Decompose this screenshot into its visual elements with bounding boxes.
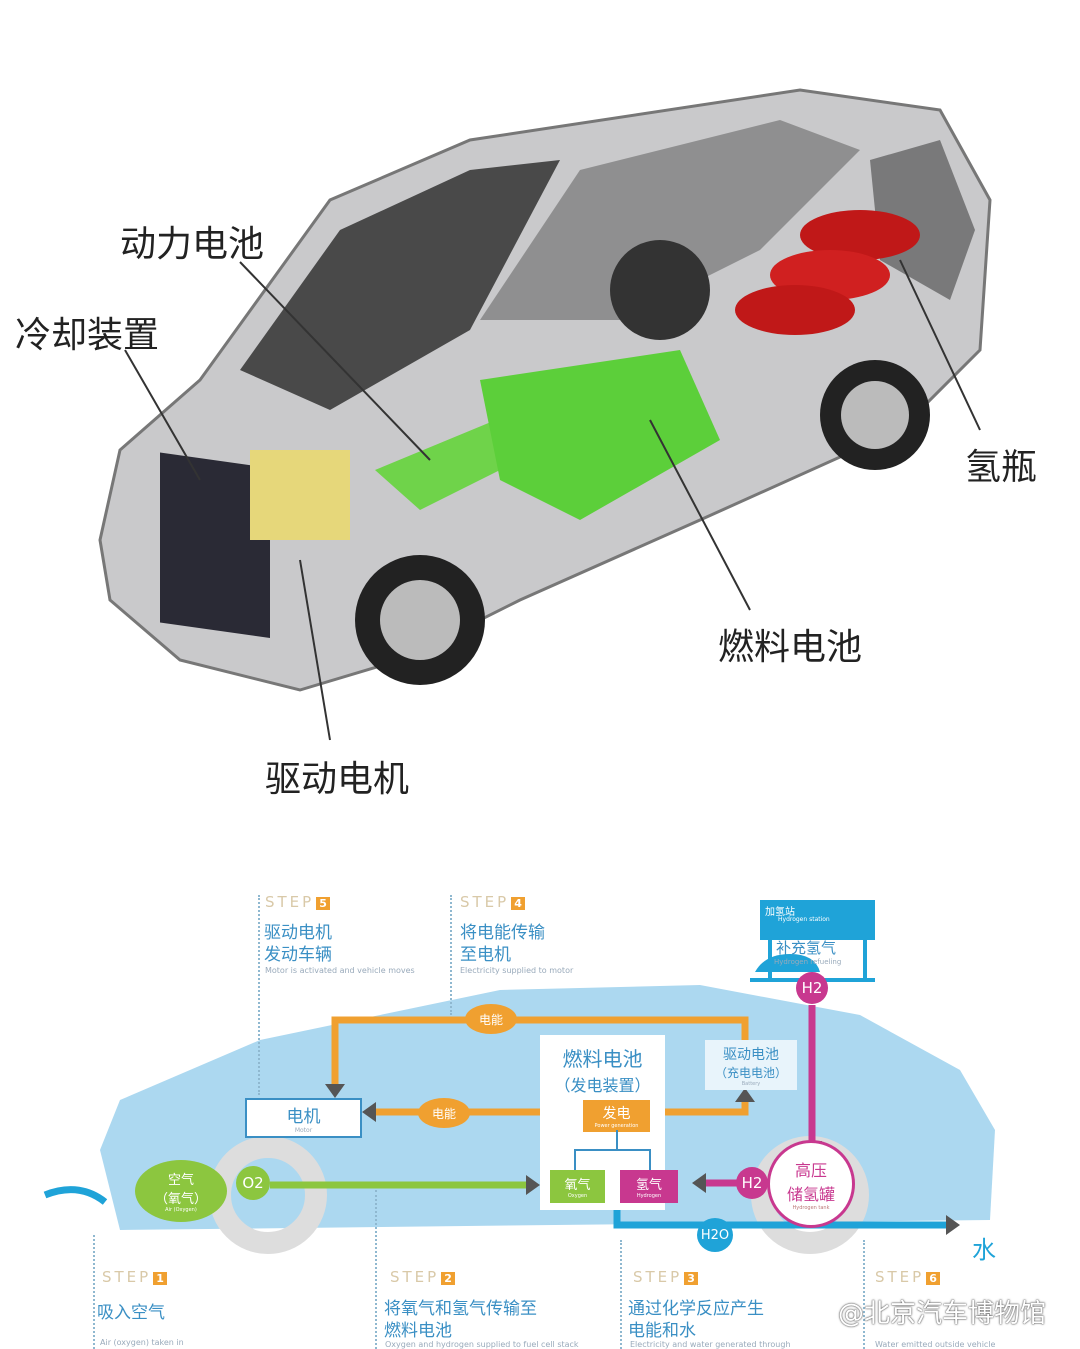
electricity-badge: 电能 [418,1098,470,1128]
step-6-sub: Water emitted outside vehicle [875,1340,996,1349]
hydrogen-tank-circle: 高压 储氢罐 Hydrogen tank [767,1140,855,1228]
fuel-cell-subtitle: （发电装置） [554,1076,651,1095]
hydrogen-box: 氢气 Hydrogen [620,1170,678,1203]
station-sign: 加氢站 [765,907,795,918]
battery-label: 驱动电池 [723,1046,779,1063]
divider [450,895,452,1015]
step-3-title: 通过化学反应产生电能和水 [628,1299,764,1341]
h2-refuel-badge: H2 [796,972,828,1004]
divider [863,1240,865,1349]
step-1-title: 吸入空气 [97,1303,165,1323]
step-5-sub: Motor is activated and vehicle moves [265,966,415,975]
motor-box: 电机 Motor [245,1098,362,1138]
electricity-badge-top: 电能 [465,1004,517,1034]
step-2-title: 将氧气和氢气传输至燃料电池 [384,1299,537,1341]
step-2-sub: Oxygen and hydrogen supplied to fuel cel… [385,1340,579,1349]
motor-label: 电机 [286,1107,321,1127]
tank-label-2: 储氢罐 [786,1185,835,1204]
h2-badge: H2 [736,1167,768,1199]
connector-lines [574,1130,651,1170]
step-3-sub: Electricity and water generated through [630,1340,791,1349]
step-4-title: 将电能传输至电机 [460,923,545,965]
divider [620,1240,622,1349]
station-label: 补充氢气 [776,939,837,957]
divider [375,1190,377,1349]
h2o-badge: H2O [697,1218,733,1252]
battery-label-en: Battery [741,1080,761,1087]
divider [93,1235,95,1349]
air-label: 空气 [167,1173,194,1188]
label-fuel-cell: 燃料电池 [718,627,863,668]
power-generation-box: 发电 Power generation [583,1100,650,1132]
label-cooling-device: 冷却装置 [15,315,160,356]
tank-label: 高压 [794,1161,827,1180]
air-circle: 空气 （氧气） Air (Oxygen) [135,1160,227,1222]
tank-label-en: Hydrogen tank [792,1205,830,1211]
label-hydrogen-tank: 氢瓶 [965,447,1038,488]
label-power-battery: 动力电池 [120,224,265,265]
watermark: @北京汽车博物馆 [838,1299,1047,1329]
oxygen-box: 氧气 Oxygen [550,1170,605,1203]
motor-label-en: Motor [294,1127,313,1134]
station-label-en: Hydrogen refueling [774,958,842,966]
fuel-cell-car-illustration [98,88,992,741]
o2-badge: O2 [236,1166,270,1200]
hydrogen-label: 氢气 [635,1178,662,1193]
step-5-title: 驱动电机发动车辆 [264,923,332,965]
air-label-2: （氧气） [154,1192,207,1207]
battery-sublabel: （充电电池） [714,1065,787,1080]
generate-label-en: Power generation [594,1123,639,1129]
divider [258,895,260,1095]
station-sign-en: Hydrogen station [778,916,830,923]
generate-label: 发电 [602,1106,631,1122]
step-4-sub: Electricity supplied to motor [460,966,574,975]
step-1-sub: Air (oxygen) taken in [100,1338,184,1347]
fuel-cell-title: 燃料电池 [562,1047,643,1071]
label-drive-motor: 驱动电机 [265,759,410,800]
hydrogen-label-en: Hydrogen [636,1193,662,1199]
air-label-en: Air (Oxygen) [165,1207,197,1213]
oxygen-label: 氧气 [564,1178,591,1193]
drive-battery-box: 驱动电池 （充电电池） Battery [705,1040,797,1090]
oxygen-label-en: Oxygen [567,1193,588,1199]
water-label: 水 [972,1236,996,1264]
